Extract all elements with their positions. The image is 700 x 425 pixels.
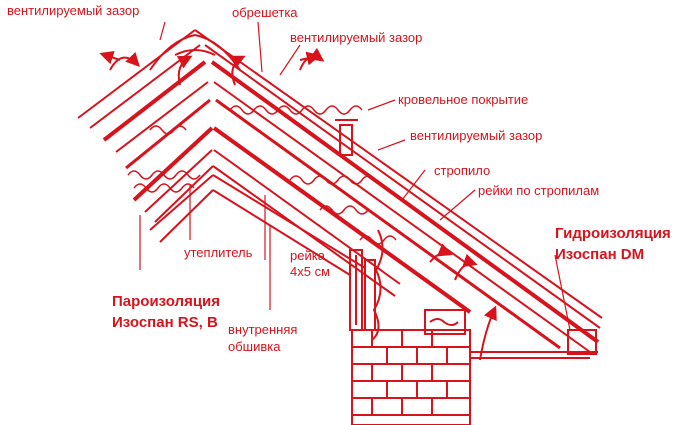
ridge-ventilation <box>149 34 241 71</box>
eaves-overhang <box>470 329 598 359</box>
vent-post <box>335 119 358 156</box>
inner-ceiling <box>149 174 366 276</box>
label-inner-lining-2: обшивка <box>228 339 281 354</box>
brick-wall <box>351 329 471 425</box>
airflow-arrows <box>99 47 497 361</box>
left-insulation <box>127 125 201 193</box>
label-waterproofing-title: Гидроизоляция <box>555 225 671 242</box>
label-strip-size: 4х5 см <box>290 264 331 279</box>
label-vent-gap-middle: вентилируемый зазор <box>410 128 543 143</box>
label-rafter-strips: рейки по стропилам <box>478 183 600 198</box>
label-waterproofing-product: Изоспан DM <box>555 246 645 263</box>
leader-lines <box>139 21 571 331</box>
label-vapor-barrier-product: Изоспан RS, B <box>112 314 218 331</box>
label-inner-lining: внутренняя <box>228 322 298 337</box>
right-roof-slope <box>194 29 603 353</box>
label-battens: обрешетка <box>232 5 298 20</box>
label-insulation: утеплитель <box>184 245 253 260</box>
label-roof-covering: кровельное покрытие <box>398 92 529 107</box>
label-strip: рейка <box>290 248 325 263</box>
label-rafter: стропило <box>434 163 491 178</box>
label-vent-gap-top-left: вентилируемый зазор <box>7 3 140 18</box>
mauerlat-beam <box>424 309 466 335</box>
right-insulation <box>229 105 397 245</box>
label-vapor-barrier-title: Пароизоляция <box>112 293 221 310</box>
label-vent-gap-top-right: вентилируемый зазор <box>290 30 423 45</box>
